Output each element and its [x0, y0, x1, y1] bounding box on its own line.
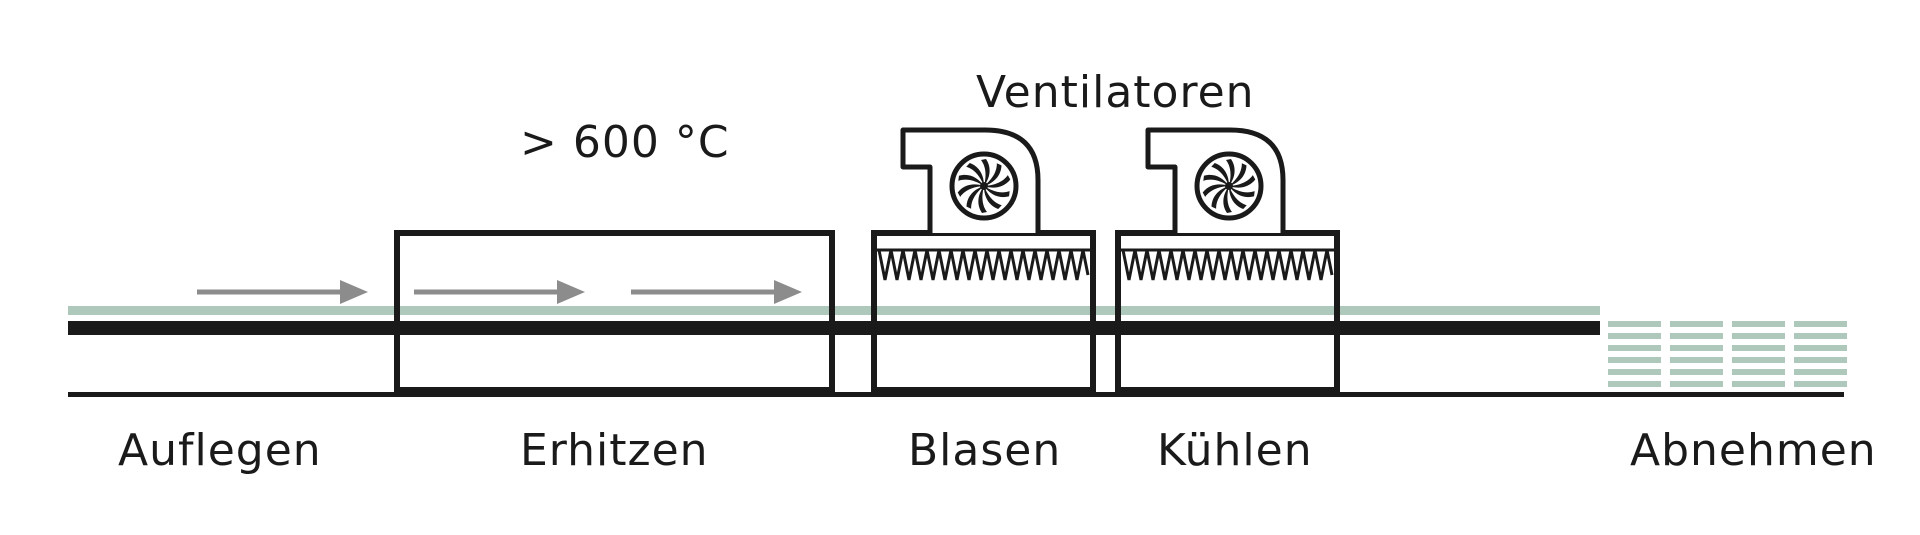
fans-label: Ventilatoren: [976, 67, 1255, 118]
arrow-right-icon: [631, 280, 802, 304]
station-label-load: Auflegen: [118, 425, 322, 476]
arrow-right-icon: [197, 280, 368, 304]
arrow-right-icon: [414, 280, 585, 304]
floor-line: [68, 392, 1844, 397]
heating-furnace: [394, 230, 835, 393]
station-label-cool: Kühlen: [1157, 425, 1313, 476]
glass-stack-icon: [1608, 321, 1847, 387]
station-label-blow: Blasen: [908, 425, 1061, 476]
station-label-heat: Erhitzen: [520, 425, 709, 476]
temperature-label: > 600 °C: [520, 117, 730, 168]
blowing-nozzles: [877, 249, 1090, 281]
fan-icon: [952, 154, 1016, 218]
cooling-nozzles: [1121, 249, 1334, 281]
station-label-unload: Abnehmen: [1630, 425, 1877, 476]
fan-icon: [1197, 154, 1261, 218]
